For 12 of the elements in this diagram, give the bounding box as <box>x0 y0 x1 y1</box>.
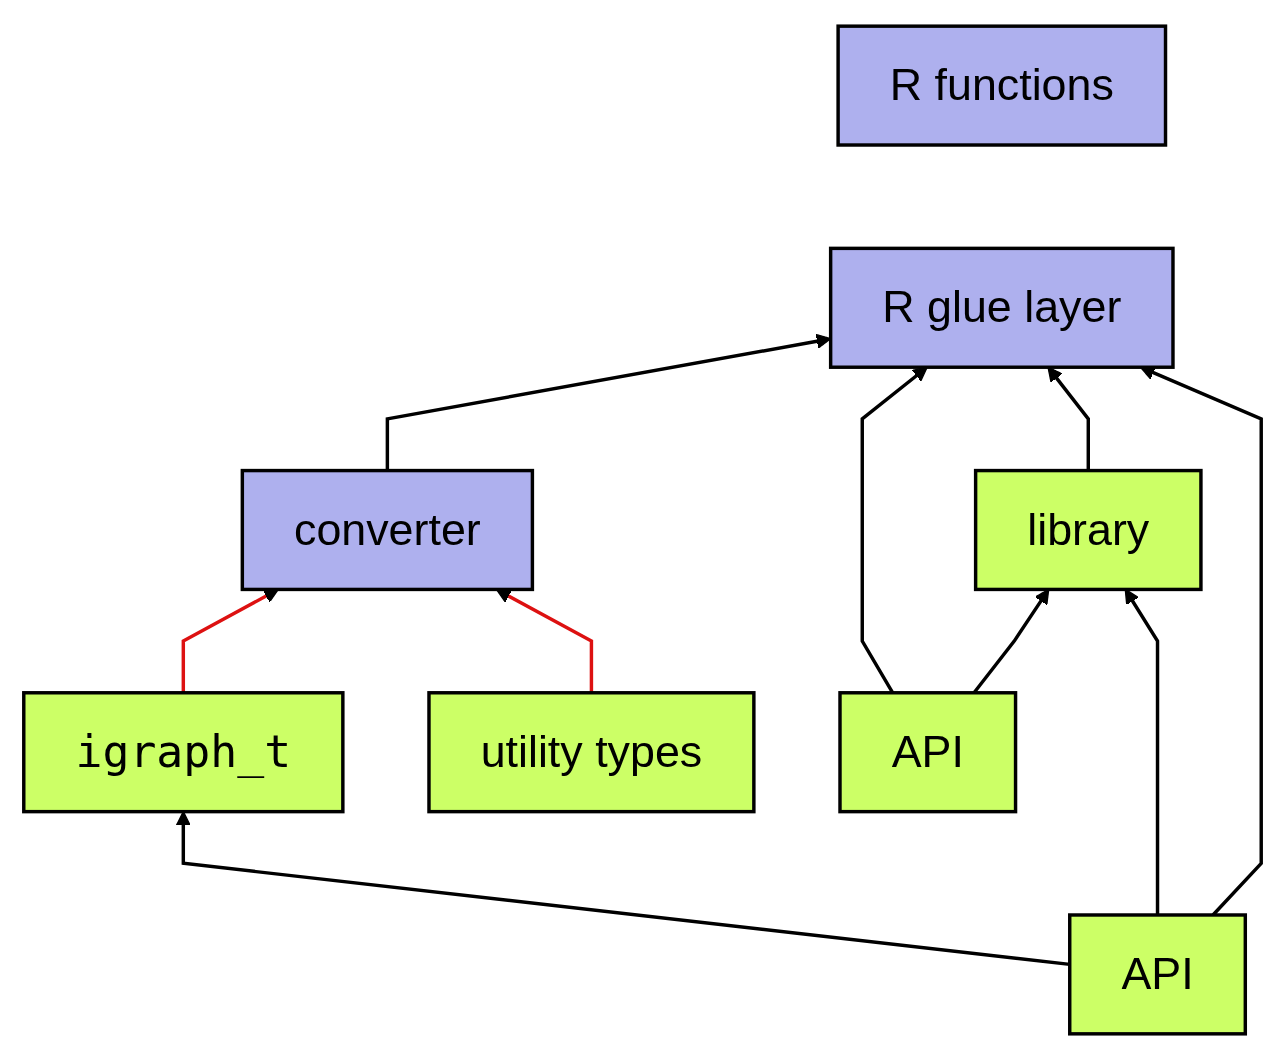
node-box: API <box>838 690 1018 813</box>
arrow <box>1124 588 1160 915</box>
node-box: igraph_t <box>22 690 345 813</box>
node-box: utility types <box>427 690 756 813</box>
node-box: R glue layer <box>828 246 1175 369</box>
arrow <box>495 588 594 693</box>
node-box: converter <box>240 468 535 591</box>
node-box: API <box>1068 912 1248 1036</box>
node-box: R functions <box>836 23 1168 147</box>
arrow <box>181 588 279 693</box>
arrow <box>1047 366 1090 471</box>
node-box: library <box>973 468 1203 591</box>
